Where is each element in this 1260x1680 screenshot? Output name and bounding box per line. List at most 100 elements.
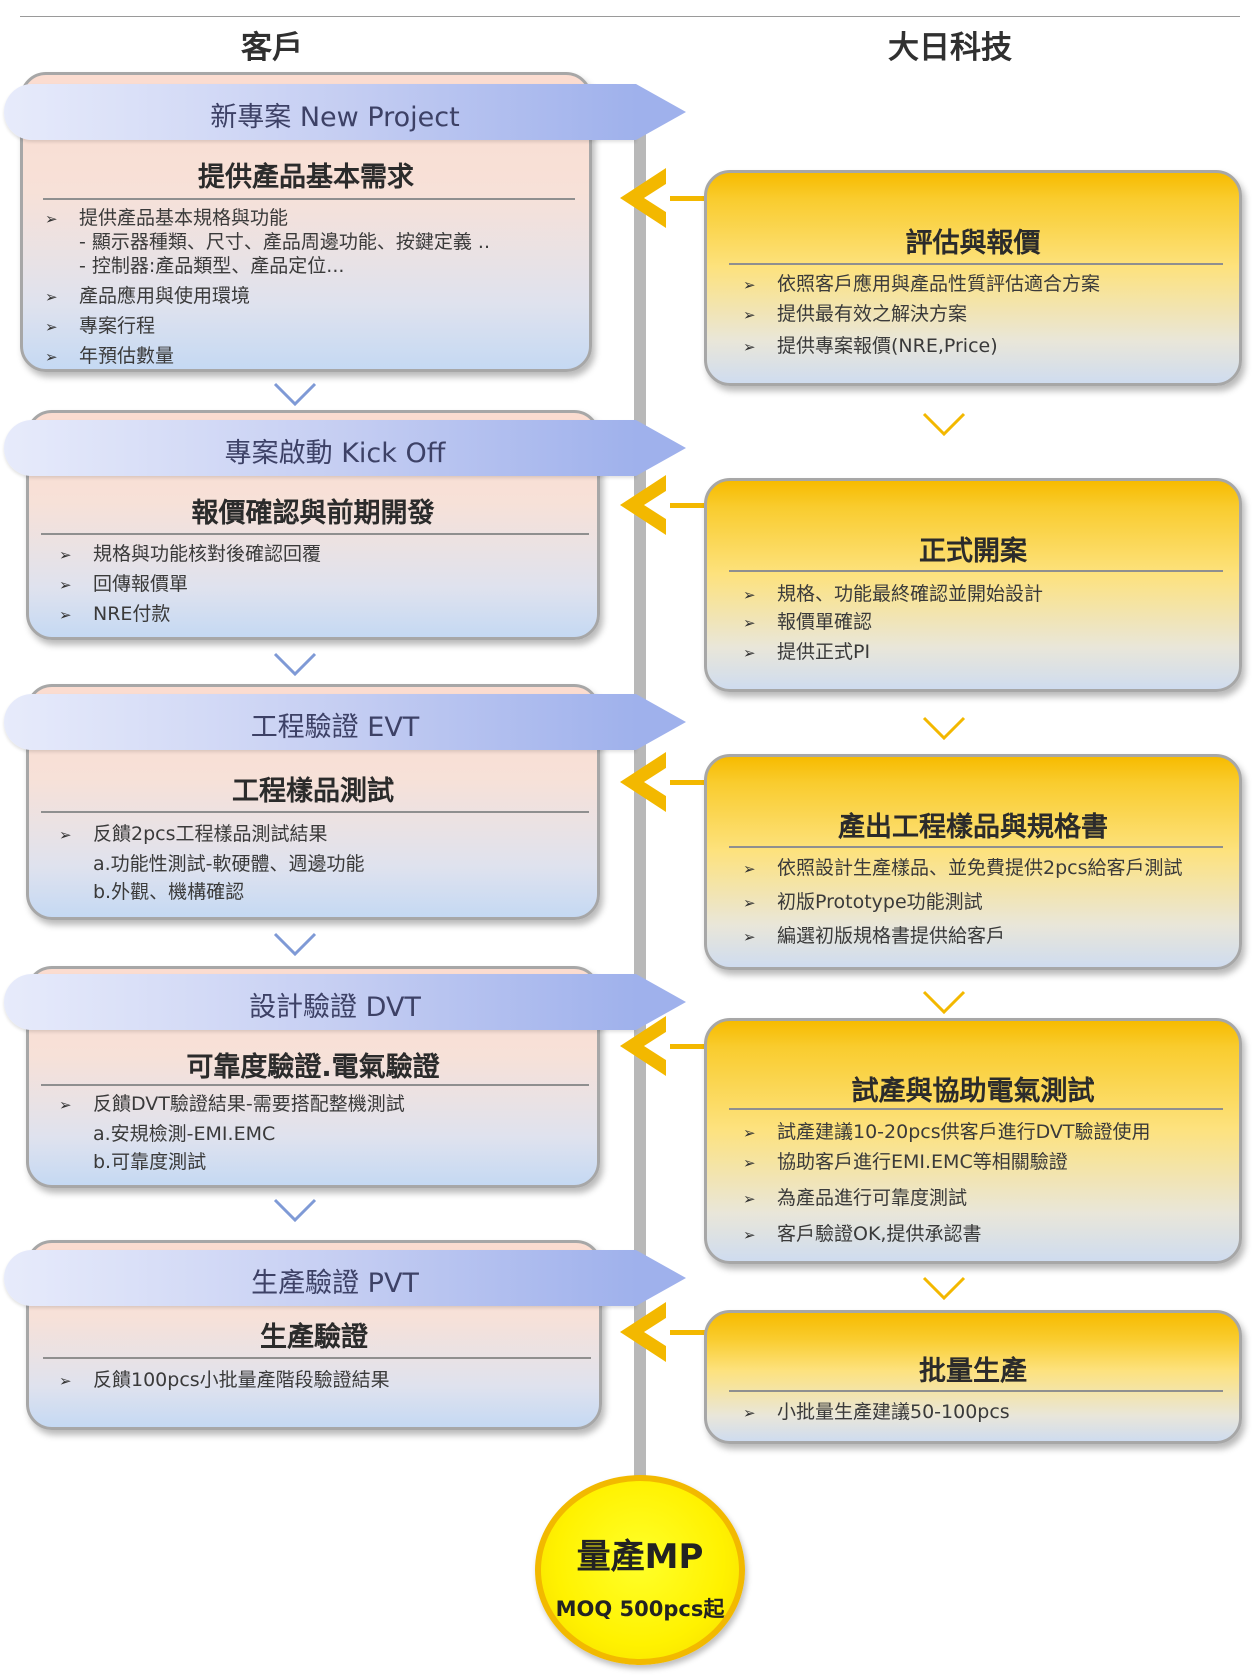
customer-box-title: 工程樣品測試 [232, 776, 394, 807]
milestone-title: 量產MP [576, 1537, 704, 1577]
list-item: ➢依照客戶應用與產品性質評估適合方案 [743, 273, 1101, 295]
arrowhead-bullet-icon: ➢ [743, 1190, 756, 1208]
customer-column-header: 客戶 [241, 30, 303, 66]
list-item: ➢規格、功能最終確認並開始設計 [743, 583, 1044, 605]
arrowhead-bullet-icon: ➢ [743, 276, 756, 294]
vendor-column-header: 大日科技 [888, 30, 1012, 66]
arrowhead-bullet-icon: ➢ [743, 1226, 756, 1244]
chevron-down-icon [273, 932, 317, 956]
title-rule [41, 533, 589, 535]
arrowhead-bullet-icon: ➢ [743, 928, 756, 946]
customer-box-new-project: 提供產品基本需求 ➢提供產品基本規格與功能 - 顯示器種類、尺寸、產品周邊功能、… [20, 72, 592, 372]
arrowhead-bullet-icon: ➢ [45, 210, 58, 228]
vendor-box-title: 批量生產 [919, 1356, 1027, 1387]
phase-banner-label: 生產驗證 PVT [251, 1268, 419, 1299]
arrowhead-bullet-icon: ➢ [59, 606, 72, 624]
arrowhead-bullet-icon: ➢ [743, 306, 756, 324]
arrowhead-bullet-icon: ➢ [59, 546, 72, 564]
list-item: ➢試產建議10-20pcs供客戶進行DVT驗證使用 [743, 1121, 1151, 1143]
list-item: ➢協助客戶進行EMI.EMC等相關驗證 [743, 1151, 1068, 1173]
list-item: ➢客戶驗證OK,提供承認書 [743, 1223, 982, 1245]
chevron-down-icon [922, 990, 966, 1014]
vendor-to-customer-arrow [670, 1044, 714, 1049]
title-rule [43, 198, 575, 200]
customer-box-title: 可靠度驗證.電氣驗證 [186, 1052, 440, 1083]
banner-arrow-tip [636, 1250, 686, 1306]
phase-banner-dvt [4, 974, 636, 1030]
list-item: ➢小批量生產建議50-100pcs [743, 1401, 1010, 1423]
phase-banner-new-project [4, 84, 636, 140]
title-rule [729, 1108, 1223, 1110]
chevron-down-icon [273, 1198, 317, 1222]
title-rule [729, 846, 1223, 848]
banner-arrow-tip [636, 84, 686, 140]
chevron-down-icon [922, 1276, 966, 1300]
arrowhead-bullet-icon: ➢ [743, 644, 756, 662]
customer-box-title: 報價確認與前期開發 [191, 498, 435, 529]
arrowhead-bullet-icon: ➢ [743, 338, 756, 356]
list-item: ➢編選初版規格書提供給客戶 [743, 925, 1006, 947]
list-item: ➢NRE付款 [59, 603, 171, 625]
customer-box-title: 生產驗證 [260, 1322, 368, 1353]
vendor-box-formal-start: 正式開案 ➢規格、功能最終確認並開始設計 ➢報價單確認 ➢提供正式PI [704, 478, 1242, 692]
vendor-box-title: 試產與協助電氣測試 [851, 1076, 1095, 1107]
chevron-down-icon [273, 382, 317, 406]
vendor-box-mass-production: 批量生產 ➢小批量生產建議50-100pcs [704, 1310, 1242, 1444]
list-subitem: a.功能性測試-軟硬體、週邊功能 [93, 853, 365, 875]
title-rule [41, 811, 589, 813]
arrowhead-bullet-icon: ➢ [45, 348, 58, 366]
list-item: ➢產品應用與使用環境 [45, 285, 251, 307]
arrowhead-bullet-icon: ➢ [59, 826, 72, 844]
vendor-box-trial-production: 試產與協助電氣測試 ➢試產建議10-20pcs供客戶進行DVT驗證使用 ➢協助客… [704, 1018, 1242, 1264]
phase-banner-label: 工程驗證 EVT [250, 712, 420, 743]
list-item: ➢回傳報價單 [59, 573, 189, 595]
list-item: ➢報價單確認 [743, 611, 873, 633]
phase-banner-label: 設計驗證 DVT [249, 992, 421, 1023]
mass-production-milestone: 量產MP MOQ 500pcs起 [535, 1475, 745, 1665]
banner-arrow-tip [636, 420, 686, 476]
list-item: ➢提供產品基本規格與功能 [45, 207, 289, 229]
list-subitem: - 控制器:產品類型、產品定位... [79, 255, 345, 277]
phase-banner-label: 專案啟動 Kick Off [224, 438, 446, 469]
list-item: ➢反饋100pcs小批量產階段驗證結果 [59, 1369, 390, 1391]
milestone-subtitle: MOQ 500pcs起 [555, 1597, 725, 1621]
arrowhead-bullet-icon: ➢ [743, 1124, 756, 1142]
list-item: ➢規格與功能核對後確認回覆 [59, 543, 322, 565]
arrowhead-bullet-icon: ➢ [45, 288, 58, 306]
list-item: ➢提供最有效之解決方案 [743, 303, 968, 325]
banner-arrow-tip [636, 694, 686, 750]
vendor-to-customer-arrow [670, 780, 714, 785]
customer-box-title: 提供產品基本需求 [198, 162, 414, 193]
chevron-down-icon [273, 652, 317, 676]
list-item: ➢提供專案報價(NRE,Price) [743, 335, 998, 357]
phase-banner-evt [4, 694, 636, 750]
arrowhead-bullet-icon: ➢ [59, 576, 72, 594]
list-subitem: b.可靠度測試 [93, 1151, 207, 1173]
list-item: ➢反饋DVT驗證結果-需要搭配整機測試 [59, 1093, 405, 1115]
title-rule [729, 263, 1223, 265]
phase-banner-pvt [4, 1250, 636, 1306]
list-item: ➢初版Prototype功能測試 [743, 891, 983, 913]
title-rule [43, 1357, 591, 1359]
vendor-box-samples: 產出工程樣品與規格書 ➢依照設計生產樣品、並免費提供2pcs給客戶測試 ➢初版P… [704, 754, 1242, 970]
list-item: ➢反饋2pcs工程樣品測試結果 [59, 823, 328, 845]
arrowhead-bullet-icon: ➢ [743, 614, 756, 632]
vendor-to-customer-arrow [670, 1330, 714, 1335]
title-rule [729, 570, 1223, 572]
top-divider [20, 16, 1240, 17]
vendor-box-title: 正式開案 [919, 536, 1027, 567]
chevron-down-icon [922, 716, 966, 740]
arrowhead-bullet-icon: ➢ [743, 894, 756, 912]
vendor-to-customer-arrow [670, 503, 714, 508]
phase-banner-kick-off [4, 420, 636, 476]
list-subitem: - 顯示器種類、尺寸、產品周邊功能、按鍵定義 .. [79, 231, 491, 253]
phase-banner-label: 新專案 New Project [210, 102, 460, 133]
list-subitem: b.外觀、機構確認 [93, 881, 245, 903]
arrowhead-bullet-icon: ➢ [45, 318, 58, 336]
list-item: ➢專案行程 [45, 315, 156, 337]
vendor-box-title: 產出工程樣品與規格書 [838, 812, 1108, 843]
arrowhead-bullet-icon: ➢ [59, 1096, 72, 1114]
vendor-box-quote: 評估與報價 ➢依照客戶應用與產品性質評估適合方案 ➢提供最有效之解決方案 ➢提供… [704, 170, 1242, 386]
list-item: ➢提供正式PI [743, 641, 871, 663]
list-item: ➢為產品進行可靠度測試 [743, 1187, 968, 1209]
